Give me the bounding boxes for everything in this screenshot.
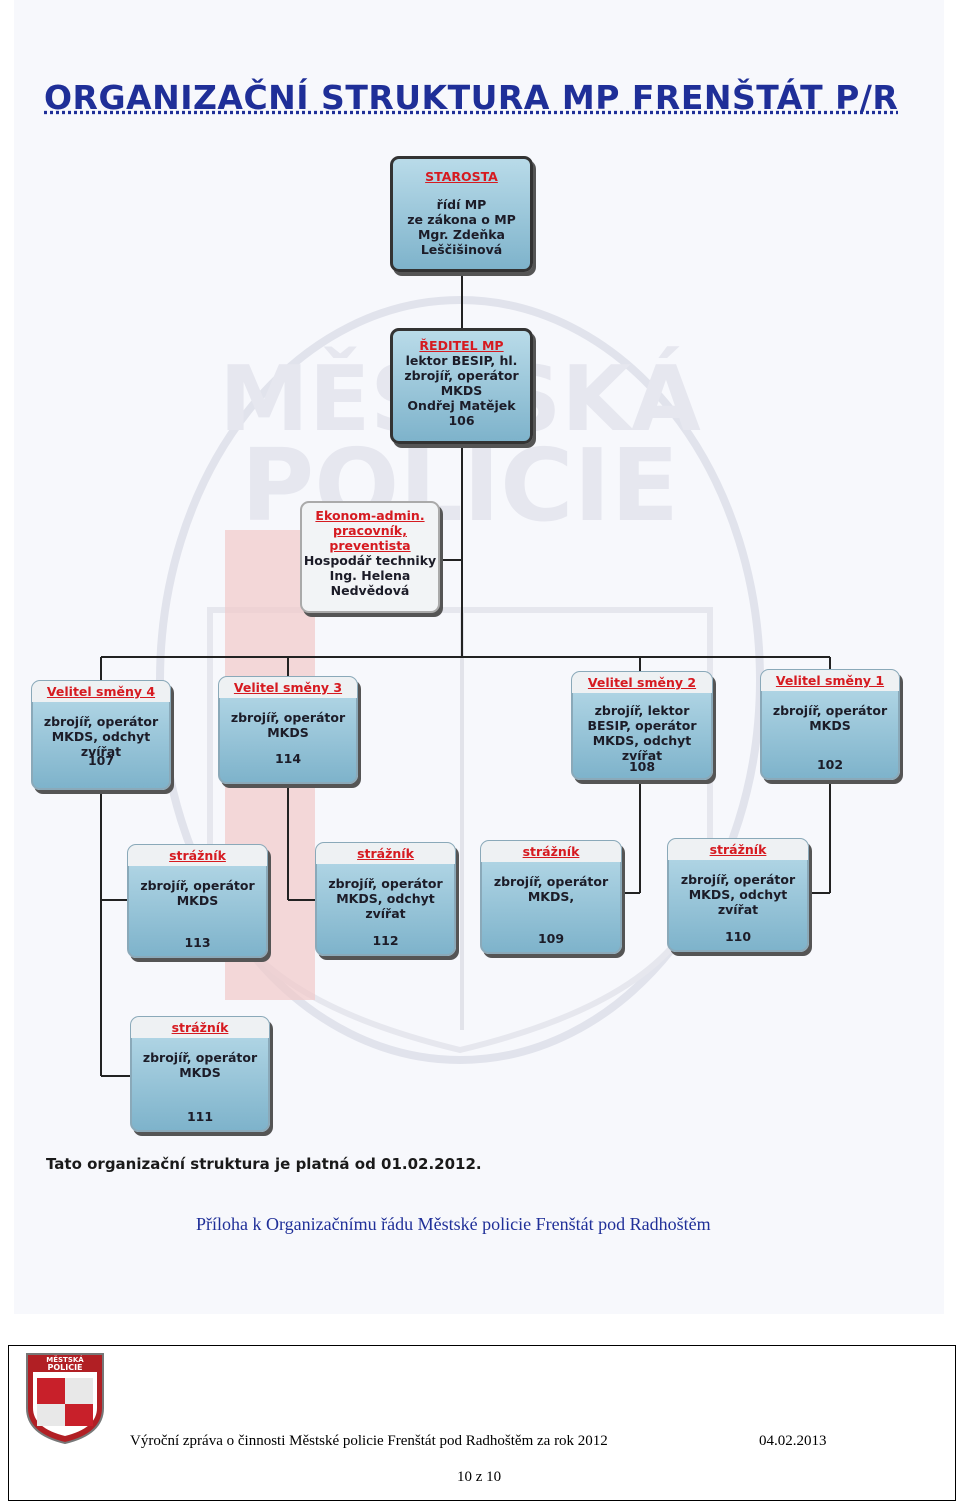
node-text: Ing. Helena bbox=[329, 568, 411, 583]
node-number: 113 bbox=[184, 935, 211, 950]
node-text: zbrojíř, operátor bbox=[43, 714, 159, 729]
node-role: Ekonom-admin. bbox=[315, 508, 425, 523]
node-number: 110 bbox=[724, 929, 752, 944]
node-text: MKDS bbox=[176, 893, 219, 908]
org-connector-lines bbox=[100, 272, 831, 1077]
node-text: zbrojíř, operátor bbox=[772, 703, 888, 718]
node-text: MKDS bbox=[179, 1065, 221, 1080]
node-number: 114 bbox=[274, 751, 302, 766]
node-role: strážník bbox=[316, 843, 455, 864]
node-number: 102 bbox=[816, 757, 844, 772]
node-role: Velitel směny 3 bbox=[219, 677, 357, 698]
node-text: Nedvědová bbox=[330, 583, 410, 598]
node-role: pracovník, bbox=[333, 523, 407, 538]
svg-text:POLICIE: POLICIE bbox=[47, 1363, 82, 1372]
node-text: Hospodář techniky bbox=[303, 553, 437, 568]
node-role: STAROSTA bbox=[425, 169, 498, 184]
node-text: zbrojíř, operátor bbox=[493, 874, 609, 889]
node-role: strážník bbox=[128, 845, 267, 866]
node-text: MKDS, odchyt zvířat bbox=[592, 733, 692, 763]
report-date: 04.02.2013 bbox=[759, 1433, 827, 1449]
node-text: MKDS bbox=[440, 383, 483, 398]
node-role: strážník bbox=[131, 1017, 269, 1038]
node-role: Velitel směny 2 bbox=[572, 672, 712, 693]
node-straznik-109: strážník zbrojíř, operátor MKDS, 109 bbox=[480, 840, 622, 954]
node-number: 108 bbox=[628, 759, 656, 774]
node-number: 107 bbox=[87, 753, 115, 768]
node-velitel-3: Velitel směny 3 zbrojíř, operátor MKDS 1… bbox=[218, 676, 358, 784]
page-number: 10 z 10 bbox=[457, 1469, 502, 1485]
node-reditel: ŘEDITEL MP lektor BESIP, hl. zbrojíř, op… bbox=[390, 328, 533, 444]
node-role: Velitel směny 1 bbox=[761, 670, 899, 691]
node-text: zbrojíř, lektor bbox=[594, 703, 690, 718]
page-title: ORGANIZAČNÍ STRUKTURA MP FRENŠTÁT P/R bbox=[44, 78, 899, 117]
node-text: Ondřej Matějek bbox=[407, 398, 516, 413]
node-velitel-2: Velitel směny 2 zbrojíř, lektor BESIP, o… bbox=[571, 671, 713, 780]
node-text: MKDS, odchyt zvířat bbox=[336, 891, 435, 921]
node-ekonom: Ekonom-admin. pracovník, preventista Hos… bbox=[300, 501, 440, 613]
node-text: MKDS, odchyt zvířat bbox=[51, 729, 151, 759]
node-text: MKDS, odchyt zvířat bbox=[688, 887, 788, 917]
node-text: lektor BESIP, hl. bbox=[405, 353, 518, 368]
report-title: Výroční zpráva o činnosti Městské polici… bbox=[130, 1433, 608, 1449]
node-text: ze zákona o MP bbox=[407, 212, 516, 227]
node-text: MKDS bbox=[267, 725, 309, 740]
police-badge-logo: MĚSTSKÁ POLICIE bbox=[26, 1353, 104, 1445]
node-text: zbrojíř, operátor bbox=[140, 878, 255, 893]
node-velitel-4: Velitel směny 4 zbrojíř, operátor MKDS, … bbox=[31, 680, 171, 790]
node-straznik-112: strážník zbrojíř, operátor MKDS, odchyt … bbox=[315, 842, 456, 956]
node-text: MKDS bbox=[809, 718, 851, 733]
node-number: 111 bbox=[186, 1109, 214, 1124]
node-straznik-111: strážník zbrojíř, operátor MKDS 111 bbox=[130, 1016, 270, 1132]
node-starosta: STAROSTA řídí MP ze zákona o MP Mgr. Zde… bbox=[390, 156, 533, 272]
node-text: BESIP, operátor bbox=[587, 718, 697, 733]
node-role: Velitel směny 4 bbox=[32, 681, 170, 702]
node-number: 112 bbox=[372, 933, 399, 948]
node-text: zbrojíř, operátor bbox=[142, 1050, 258, 1065]
node-text: MKDS, bbox=[527, 889, 575, 904]
node-role: preventista bbox=[329, 538, 411, 553]
validity-note: Tato organizační struktura je platná od … bbox=[46, 1155, 482, 1173]
node-text: zbrojíř, operátor bbox=[404, 368, 519, 383]
annex-note: Příloha k Organizačnímu řádu Městské pol… bbox=[196, 1214, 711, 1234]
node-role: ŘEDITEL MP bbox=[419, 338, 504, 353]
node-text: řídí MP bbox=[436, 197, 487, 212]
node-text: Mgr. Zdeňka bbox=[417, 227, 505, 242]
node-role: strážník bbox=[481, 841, 621, 862]
node-role: strážník bbox=[668, 839, 808, 860]
node-straznik-113: strážník zbrojíř, operátor MKDS 113 bbox=[127, 844, 268, 958]
page-footer: MĚSTSKÁ POLICIE Výroční zpráva o činnost… bbox=[8, 1345, 956, 1501]
node-straznik-110: strážník zbrojíř, operátor MKDS, odchyt … bbox=[667, 838, 809, 952]
node-text: Leščišinová bbox=[420, 242, 503, 257]
node-number: 109 bbox=[537, 931, 565, 946]
node-text: 106 bbox=[448, 413, 475, 428]
node-text: zbrojíř, operátor bbox=[230, 710, 346, 725]
node-text: zbrojíř, operátor bbox=[680, 872, 796, 887]
svg-text:MĚSTSKÁ: MĚSTSKÁ bbox=[46, 1355, 84, 1364]
node-text: zbrojíř, operátor bbox=[328, 876, 443, 891]
node-velitel-1: Velitel směny 1 zbrojíř, operátor MKDS 1… bbox=[760, 669, 900, 780]
